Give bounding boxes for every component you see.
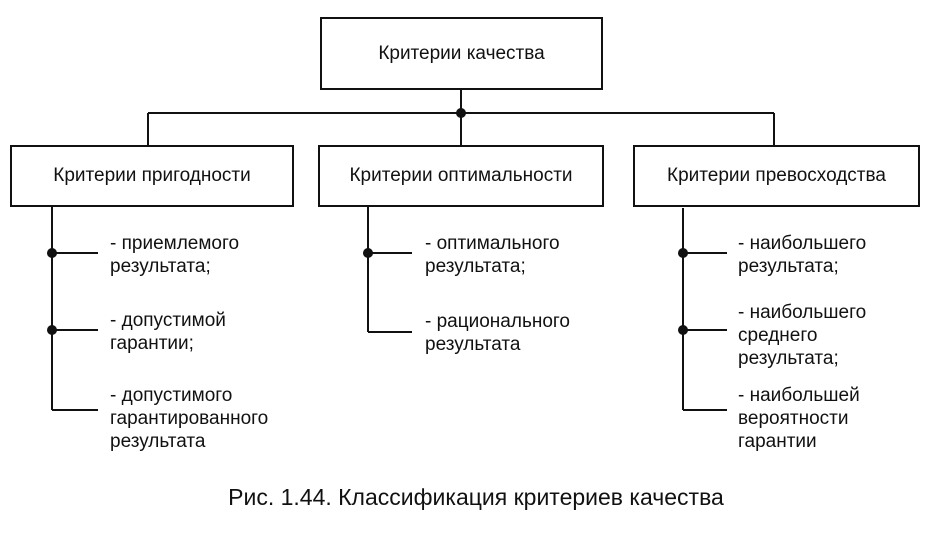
root-label: Критерии качества: [378, 42, 545, 64]
list-item: - наибольшей вероятности гарантии: [738, 385, 860, 452]
list-item: - допустимого гарантированного результат…: [110, 385, 269, 452]
group-node-superiority: Критерии превосходства: [633, 145, 920, 207]
group-title: Критерии превосходства: [667, 165, 886, 186]
list-item: - оптимального результата;: [425, 233, 560, 277]
list-item: - приемлемого результата;: [110, 233, 240, 277]
group-title: Критерии оптимальности: [349, 165, 573, 186]
list-item: - наибольшего результата;: [738, 233, 867, 277]
figure-caption: Рис. 1.44. Классификация критериев качес…: [228, 484, 724, 510]
list-item: - рационального результата: [425, 311, 570, 355]
list-item: - наибольшего среднего результата;: [738, 302, 867, 369]
group-node-suitability: Критерии пригодности: [10, 145, 294, 207]
list-item: - допустимой гарантии;: [110, 310, 226, 354]
group-node-optimality: Критерии оптимальности: [318, 145, 604, 207]
group-title: Критерии пригодности: [53, 165, 251, 186]
root-node: Критерии качества: [320, 17, 603, 90]
